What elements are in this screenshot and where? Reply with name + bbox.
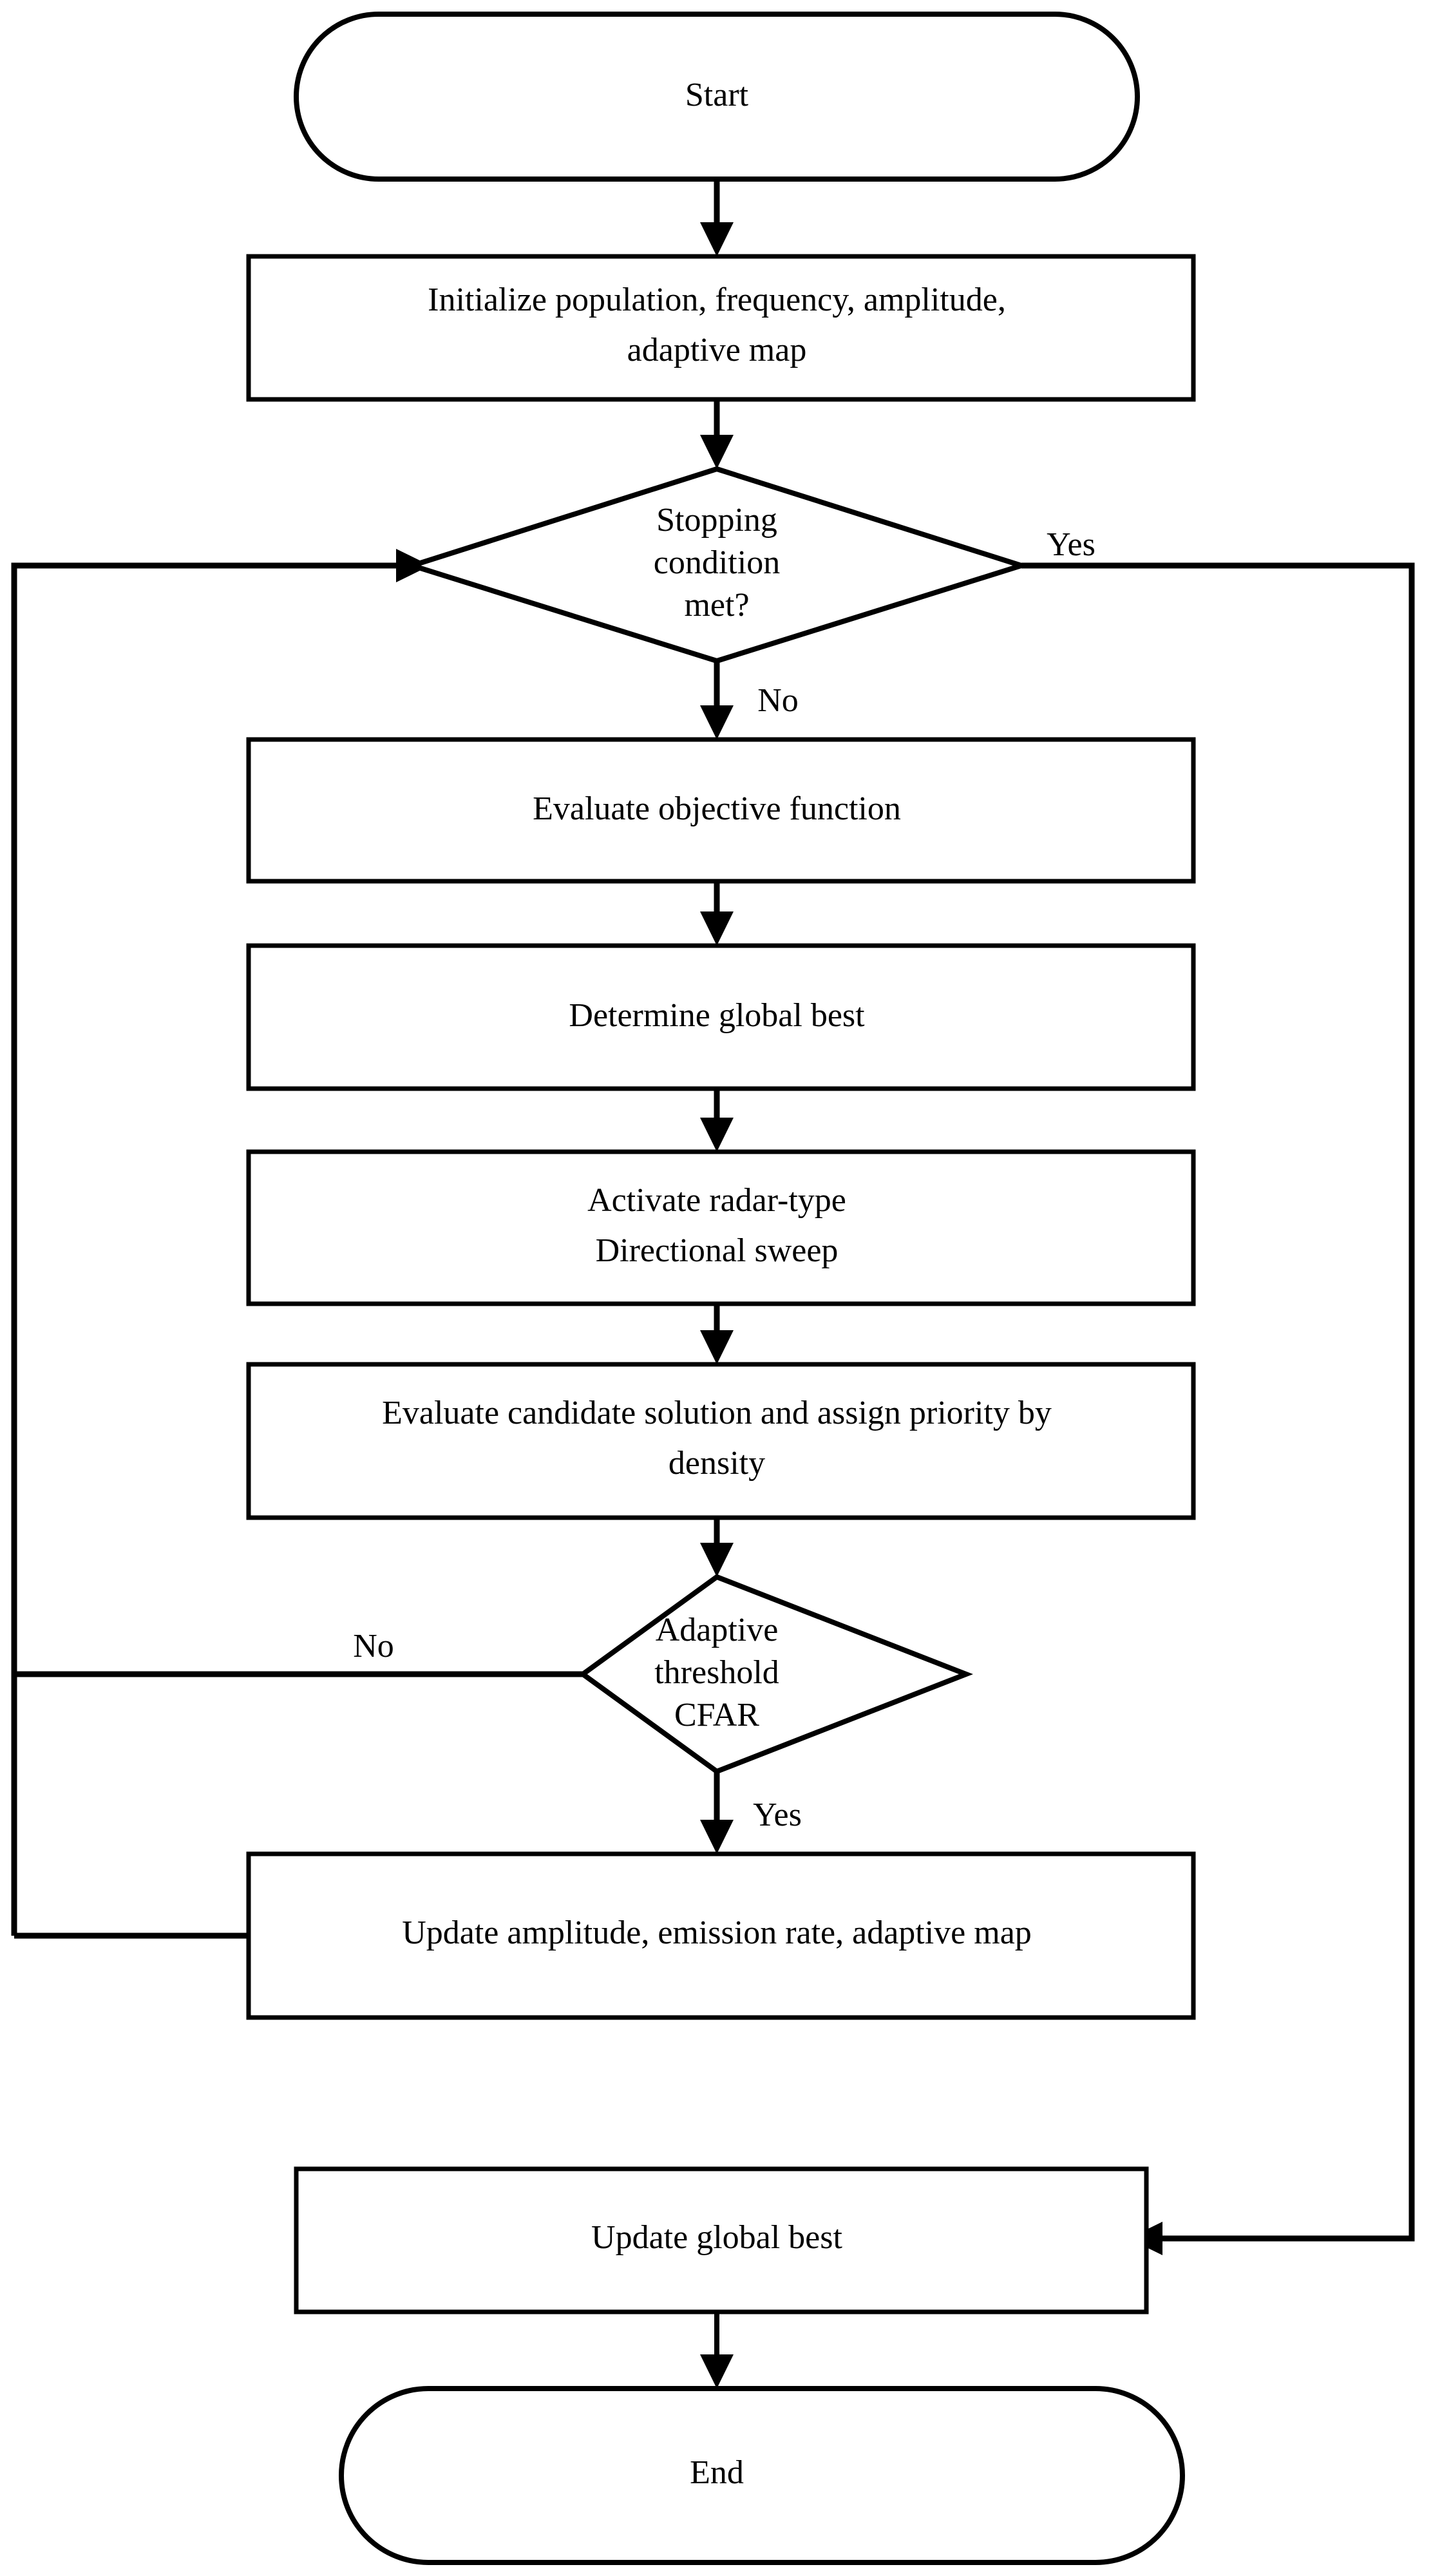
node-update-params-label: Update amplitude, emission rate, adaptiv… xyxy=(402,1914,1032,1951)
edge-label-stopping-yes: Yes xyxy=(1047,526,1095,563)
connector-layer xyxy=(11,179,1415,2389)
edge-candidate-to-cfar xyxy=(700,1518,734,1577)
node-update-global-best-label: Update global best xyxy=(591,2219,842,2256)
node-start[interactable]: Start xyxy=(294,12,1140,182)
edge-label-layer: Yes No No Yes xyxy=(353,526,1095,1833)
node-cfar-label-line1: Adaptive xyxy=(656,1612,779,1648)
edge-label-cfar-yes: Yes xyxy=(753,1797,802,1833)
edge-start-to-initialize xyxy=(700,179,734,256)
node-cfar-decision[interactable]: Adaptive threshold CFAR xyxy=(578,1574,974,1775)
node-initialize-label-line1: Initialize population, frequency, amplit… xyxy=(428,281,1006,318)
node-evaluate-objective[interactable]: Evaluate objective function xyxy=(246,737,1196,884)
node-end[interactable]: End xyxy=(339,2386,1185,2565)
node-radar-sweep-label-line1: Activate radar-type xyxy=(587,1182,846,1219)
node-stopping-condition[interactable]: Stopping condition met? xyxy=(403,466,1030,664)
node-initialize-label-line2: adaptive map xyxy=(627,332,807,368)
node-evaluate-candidate-label-line1: Evaluate candidate solution and assign p… xyxy=(382,1395,1052,1431)
node-end-label: End xyxy=(690,2454,744,2491)
node-radar-sweep-label-line2: Directional sweep xyxy=(596,1232,839,1269)
node-start-label: Start xyxy=(685,77,749,113)
node-cfar-label-line3: CFAR xyxy=(674,1697,759,1733)
node-evaluate-candidate-label-line2: density xyxy=(669,1445,765,1482)
node-cfar-label-line2: threshold xyxy=(654,1654,779,1691)
edge-stopping-no-to-evaluate xyxy=(700,661,734,739)
edge-cfar-yes-to-update-params xyxy=(700,1771,734,1854)
edge-evaluate-to-global-best xyxy=(700,881,734,946)
edge-radar-sweep-to-candidate xyxy=(700,1304,734,1364)
node-stopping-label-line3: met? xyxy=(684,587,749,624)
node-stopping-label-line1: Stopping xyxy=(656,502,777,539)
node-determine-global-best-label: Determine global best xyxy=(569,997,865,1034)
edge-global-best-to-radar-sweep xyxy=(700,1089,734,1152)
node-radar-sweep[interactable]: Activate radar-type Directional sweep xyxy=(246,1149,1196,1306)
node-stopping-label-line2: condition xyxy=(654,544,780,581)
node-evaluate-objective-label: Evaluate objective function xyxy=(533,790,901,827)
node-determine-global-best[interactable]: Determine global best xyxy=(246,943,1196,1091)
node-evaluate-candidate[interactable]: Evaluate candidate solution and assign p… xyxy=(246,1362,1196,1520)
node-update-global-best[interactable]: Update global best xyxy=(294,2166,1149,2314)
edge-label-stopping-no: No xyxy=(757,682,799,719)
edge-label-cfar-no: No xyxy=(353,1628,394,1665)
node-update-params[interactable]: Update amplitude, emission rate, adaptiv… xyxy=(246,1851,1196,2020)
node-initialize[interactable]: Initialize population, frequency, amplit… xyxy=(246,254,1196,402)
edge-initialize-to-stopping xyxy=(700,399,734,469)
edge-update-best-to-end xyxy=(700,2312,734,2389)
